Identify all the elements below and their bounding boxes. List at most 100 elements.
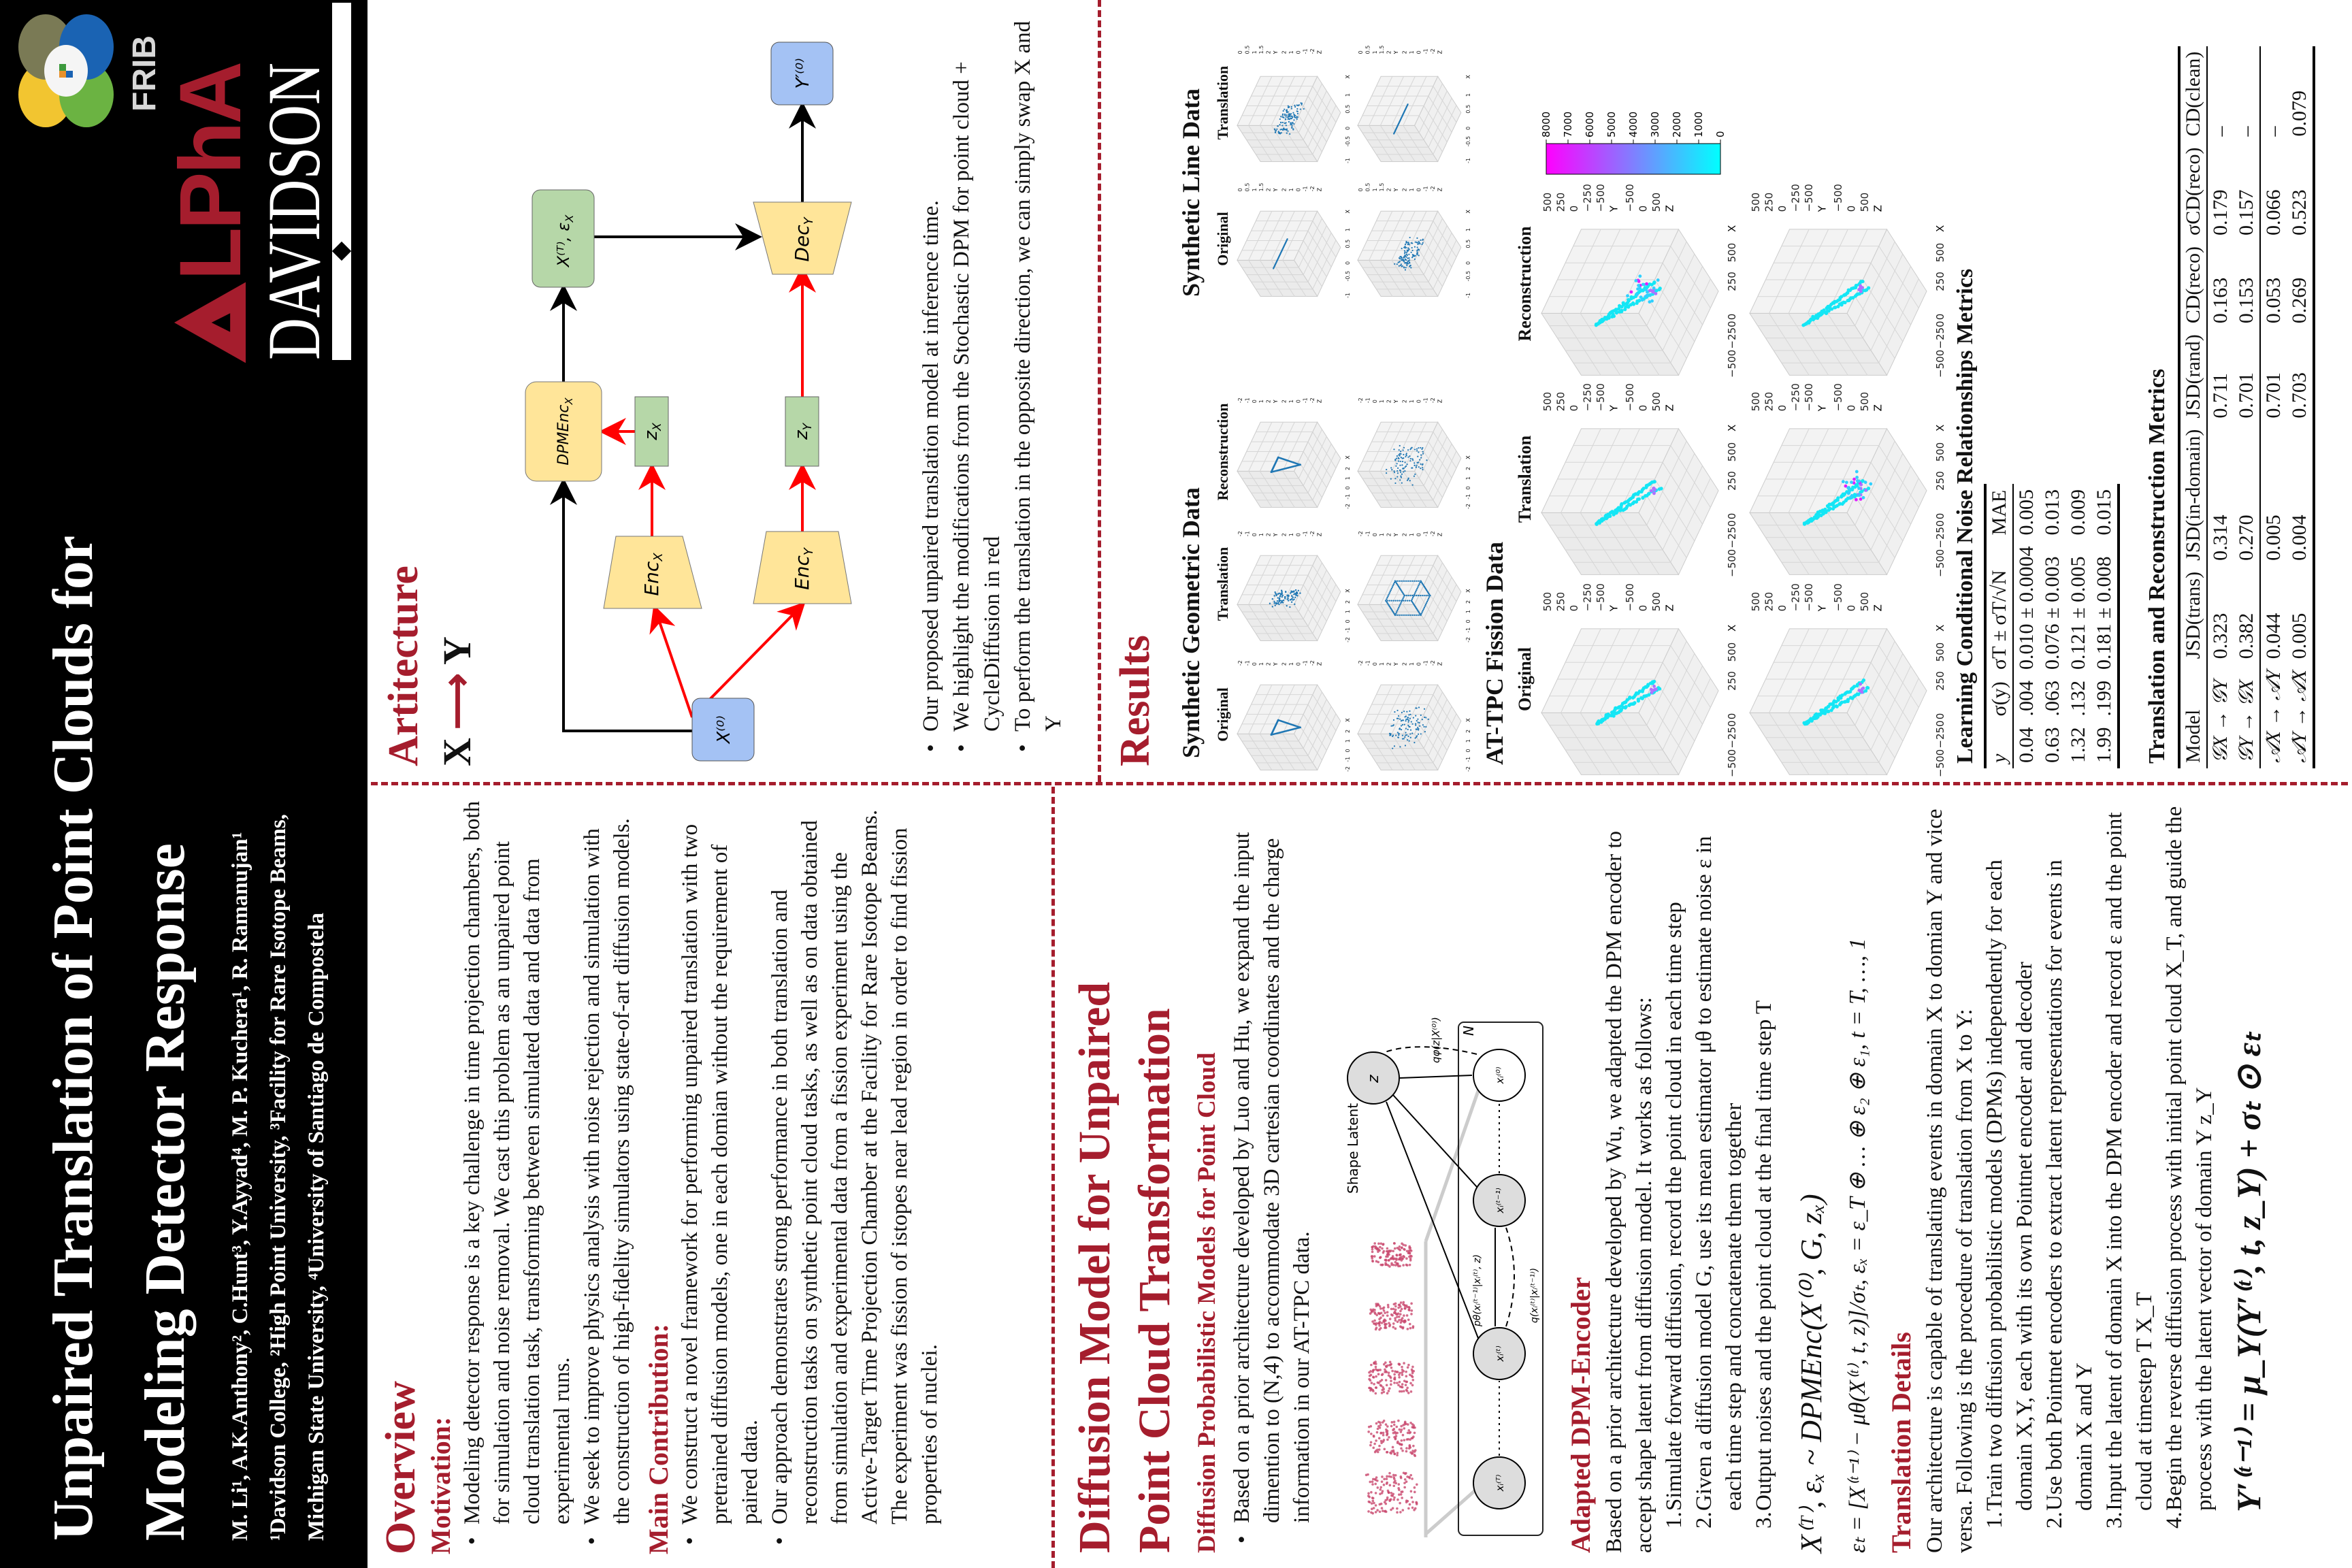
y-tick-label: 2 bbox=[1266, 662, 1272, 666]
contribution-bullet: We construct a novel framework for perfo… bbox=[675, 798, 765, 1524]
data-point bbox=[1414, 448, 1416, 451]
chair-point bbox=[1394, 1308, 1397, 1311]
data-point bbox=[1401, 248, 1403, 250]
chair-point bbox=[1379, 1307, 1382, 1310]
chair-point bbox=[1403, 1256, 1406, 1258]
data-point bbox=[1403, 723, 1405, 725]
chair-point bbox=[1386, 1433, 1388, 1437]
chair-point bbox=[1414, 1449, 1417, 1452]
x-tick-label: 0 bbox=[1345, 261, 1351, 265]
data-point bbox=[1635, 293, 1639, 296]
data-point bbox=[1416, 589, 1418, 591]
x-tick-label: 500 bbox=[1726, 642, 1738, 662]
data-point bbox=[1652, 679, 1656, 684]
z-tick-label: 500 bbox=[1650, 392, 1663, 412]
data-point bbox=[1656, 278, 1660, 282]
data-point bbox=[1404, 246, 1406, 248]
z-tick-label: −500 bbox=[1624, 184, 1636, 212]
chair-point bbox=[1394, 1431, 1396, 1434]
z-node-label: z bbox=[1365, 1075, 1382, 1083]
data-point bbox=[1391, 469, 1393, 471]
x-tick-label: −250 bbox=[1934, 321, 1946, 348]
z-tick-label: 1 bbox=[1409, 399, 1415, 403]
translation-step-text: Input the latent of domain X into the DP… bbox=[2102, 812, 2157, 1511]
data-point bbox=[1287, 598, 1289, 600]
data-point bbox=[1816, 715, 1820, 719]
x-tick-label: 0.5 bbox=[1465, 105, 1471, 114]
data-point bbox=[1415, 466, 1417, 468]
chair-point bbox=[1390, 1508, 1392, 1512]
chair-point bbox=[1411, 1506, 1414, 1509]
affiliations-2: Michigan State University, ⁴University o… bbox=[304, 913, 329, 1541]
chair-point bbox=[1399, 1313, 1402, 1316]
alpha-triangle-icon bbox=[174, 282, 246, 363]
chair-point bbox=[1397, 1493, 1401, 1496]
data-point bbox=[1654, 289, 1659, 293]
data-point bbox=[1866, 487, 1871, 491]
data-point bbox=[1284, 596, 1286, 598]
chair-point bbox=[1385, 1428, 1388, 1431]
data-point bbox=[1282, 129, 1284, 131]
data-point bbox=[1411, 597, 1414, 599]
data-point bbox=[1851, 295, 1855, 300]
chair-point bbox=[1370, 1363, 1373, 1367]
y-tick-label: −500 bbox=[1803, 583, 1815, 611]
architecture-bullets: Our proposed unpaired translation model … bbox=[916, 3, 1069, 762]
z-tick-label: 1 bbox=[1288, 533, 1294, 536]
chair-point bbox=[1403, 1314, 1405, 1317]
y-tick-label: 1 bbox=[1258, 399, 1264, 403]
chair-point bbox=[1394, 1319, 1397, 1322]
data-point bbox=[1407, 735, 1409, 737]
chair-point bbox=[1370, 1388, 1373, 1391]
plot-pane bbox=[1357, 684, 1439, 734]
data-point bbox=[1418, 583, 1420, 585]
data-point bbox=[1423, 716, 1426, 719]
plate-label: N bbox=[1460, 1026, 1477, 1036]
data-point bbox=[1647, 492, 1651, 496]
x-tick-label: −500 bbox=[1934, 350, 1946, 378]
y-tick-label: -2 bbox=[1358, 660, 1364, 666]
data-point bbox=[1408, 253, 1410, 255]
section-divider-left bbox=[1051, 787, 1055, 1568]
z-tick-label: -2 bbox=[1430, 531, 1436, 536]
y-axis-label: Y bbox=[1393, 533, 1399, 537]
chair-point bbox=[1412, 1444, 1415, 1448]
data-point bbox=[1407, 247, 1409, 249]
chair-point bbox=[1386, 1496, 1389, 1499]
data-point bbox=[1429, 594, 1431, 597]
chair-point bbox=[1387, 1371, 1390, 1374]
data-point bbox=[1407, 717, 1409, 719]
data-point bbox=[1833, 306, 1838, 310]
data-point bbox=[1399, 258, 1401, 260]
chair-point bbox=[1411, 1378, 1415, 1382]
x-tick-label: -0.5 bbox=[1345, 271, 1351, 282]
data-point bbox=[1407, 724, 1409, 727]
data-point bbox=[1292, 112, 1294, 114]
chair-point bbox=[1397, 1487, 1400, 1490]
chair-point bbox=[1384, 1368, 1386, 1371]
translation-step-text: Use both Pointnet encoders to extract la… bbox=[2042, 860, 2097, 1511]
data-point bbox=[1617, 306, 1621, 311]
data-point bbox=[1405, 240, 1407, 243]
chair-point bbox=[1399, 1325, 1402, 1328]
y-tick-label: 500 bbox=[1750, 592, 1762, 612]
data-point bbox=[1399, 479, 1401, 481]
data-point bbox=[1284, 129, 1287, 131]
y-tick-label: 0.5 bbox=[1365, 183, 1371, 192]
data-point bbox=[1281, 114, 1284, 116]
y-tick-label: 0 bbox=[1237, 188, 1243, 191]
data-point bbox=[1390, 725, 1392, 727]
point-cloud-chairs bbox=[1365, 1242, 1418, 1515]
y-axis-label: Y bbox=[1273, 399, 1279, 404]
data-point bbox=[1650, 289, 1654, 293]
chair-point bbox=[1398, 1376, 1401, 1379]
data-point bbox=[1414, 462, 1416, 464]
x-tick-label: 1 bbox=[1465, 610, 1471, 613]
chair-point bbox=[1393, 1496, 1396, 1499]
chair-point bbox=[1396, 1382, 1399, 1384]
z-axis-label: Z bbox=[1663, 205, 1676, 212]
translation-intro: Our architecture is capable of translati… bbox=[1923, 808, 1978, 1553]
